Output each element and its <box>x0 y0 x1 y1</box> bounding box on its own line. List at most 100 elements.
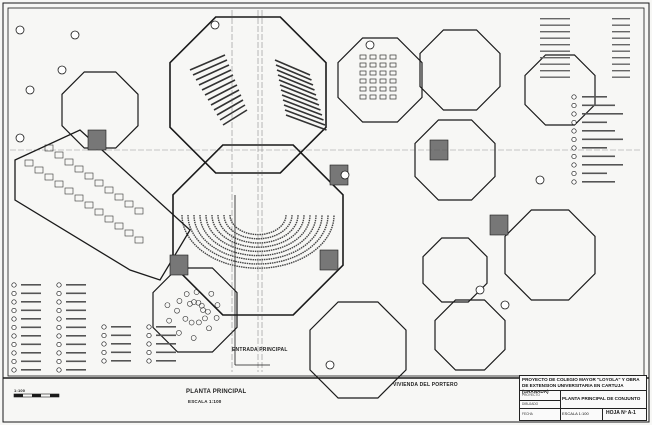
pew <box>201 74 234 91</box>
legend-symbol <box>571 128 577 134</box>
bedroom <box>24 159 34 167</box>
table <box>379 54 387 60</box>
legend-text-line <box>66 301 86 303</box>
table <box>369 94 377 100</box>
top-right-octagon <box>419 29 501 111</box>
legend-symbol <box>146 349 152 356</box>
seating-row <box>187 214 329 265</box>
bedroom <box>54 180 64 188</box>
legend-symbol <box>11 350 17 356</box>
area-table-value <box>612 76 630 78</box>
pew <box>281 94 321 111</box>
legend-symbol <box>571 119 577 126</box>
pew <box>216 99 244 116</box>
legend-symbol <box>571 145 577 151</box>
garden-tree <box>188 319 195 326</box>
pew <box>204 79 236 96</box>
area-table-line <box>540 50 570 52</box>
pew <box>285 114 327 131</box>
entrance-label: ENTRADA PRINCIPAL <box>232 347 288 353</box>
area-table-line <box>540 44 570 46</box>
axis-bubble <box>500 300 510 310</box>
legend-text-line <box>156 360 176 362</box>
legend-symbol <box>56 333 62 339</box>
garden-tree <box>182 315 189 322</box>
legend-text-line <box>66 309 86 312</box>
axis-bubble <box>15 25 25 35</box>
legend-symbol <box>146 341 152 347</box>
legend-text-line <box>582 164 623 166</box>
bedroom <box>124 229 134 237</box>
seating-row <box>211 214 305 248</box>
axis-bubble <box>70 30 80 40</box>
pew <box>280 89 320 106</box>
table <box>389 54 397 60</box>
legend-text-line <box>21 301 41 303</box>
table <box>379 86 387 92</box>
axis-bubble <box>340 170 350 180</box>
pew <box>195 64 230 81</box>
legend-symbol <box>56 341 62 348</box>
legend-symbol <box>56 307 62 314</box>
pew <box>275 64 312 81</box>
lower-right-octagon <box>422 237 488 303</box>
legend-text-line <box>582 172 607 175</box>
legend-symbol <box>11 316 17 322</box>
table <box>359 54 367 60</box>
legend-symbol <box>571 94 577 100</box>
legend-text-line <box>111 360 131 362</box>
legend-symbol <box>571 162 577 168</box>
legend-text-line <box>582 138 623 141</box>
legend-text-line <box>582 130 615 132</box>
legend-text-line <box>156 343 176 345</box>
area-table-line <box>540 76 570 78</box>
pew <box>274 59 311 76</box>
right-block-octagon <box>504 209 596 301</box>
legend-text-line <box>582 121 607 124</box>
pew <box>222 109 248 126</box>
table <box>369 54 377 60</box>
legend-text-line <box>582 155 615 158</box>
table <box>359 86 367 92</box>
legend-symbol <box>11 290 17 297</box>
bottom-right-octagon <box>434 299 506 371</box>
area-table-line <box>540 31 570 33</box>
legend-text-line <box>111 334 131 337</box>
area-table-line <box>540 37 570 39</box>
garden-tree <box>176 298 183 304</box>
pew <box>282 99 323 116</box>
table <box>389 62 397 68</box>
legend-text-line <box>111 326 131 328</box>
legend-symbol <box>101 332 107 339</box>
dining-octagon <box>337 37 423 123</box>
bedroom <box>44 144 54 152</box>
project-title: PROYECTO DE COLEGIO MAYOR "LOYOLA" Y OBR… <box>522 377 640 394</box>
area-table-value <box>612 57 630 59</box>
legend-text-line <box>111 351 131 354</box>
garden-tree <box>187 301 193 307</box>
garden-tree <box>213 315 220 321</box>
legend-symbol <box>56 350 62 356</box>
table <box>359 70 367 76</box>
legend-text-line <box>66 318 86 320</box>
pew <box>278 79 317 96</box>
table <box>379 78 387 84</box>
garden-tree <box>206 325 212 332</box>
left-residence-octagon <box>61 71 139 149</box>
legend-symbol <box>146 332 152 339</box>
table <box>389 94 397 100</box>
row-label-proyecto: PROYECTO <box>522 393 540 397</box>
legend-text-line <box>21 318 41 320</box>
pew <box>277 74 315 91</box>
seating-row <box>223 214 293 240</box>
legend-symbol <box>56 282 62 288</box>
pew <box>210 89 240 106</box>
bedroom <box>114 222 124 230</box>
table <box>369 62 377 68</box>
legend-symbol <box>11 367 17 373</box>
legend-text-line <box>66 352 86 354</box>
bedroom <box>124 200 134 208</box>
